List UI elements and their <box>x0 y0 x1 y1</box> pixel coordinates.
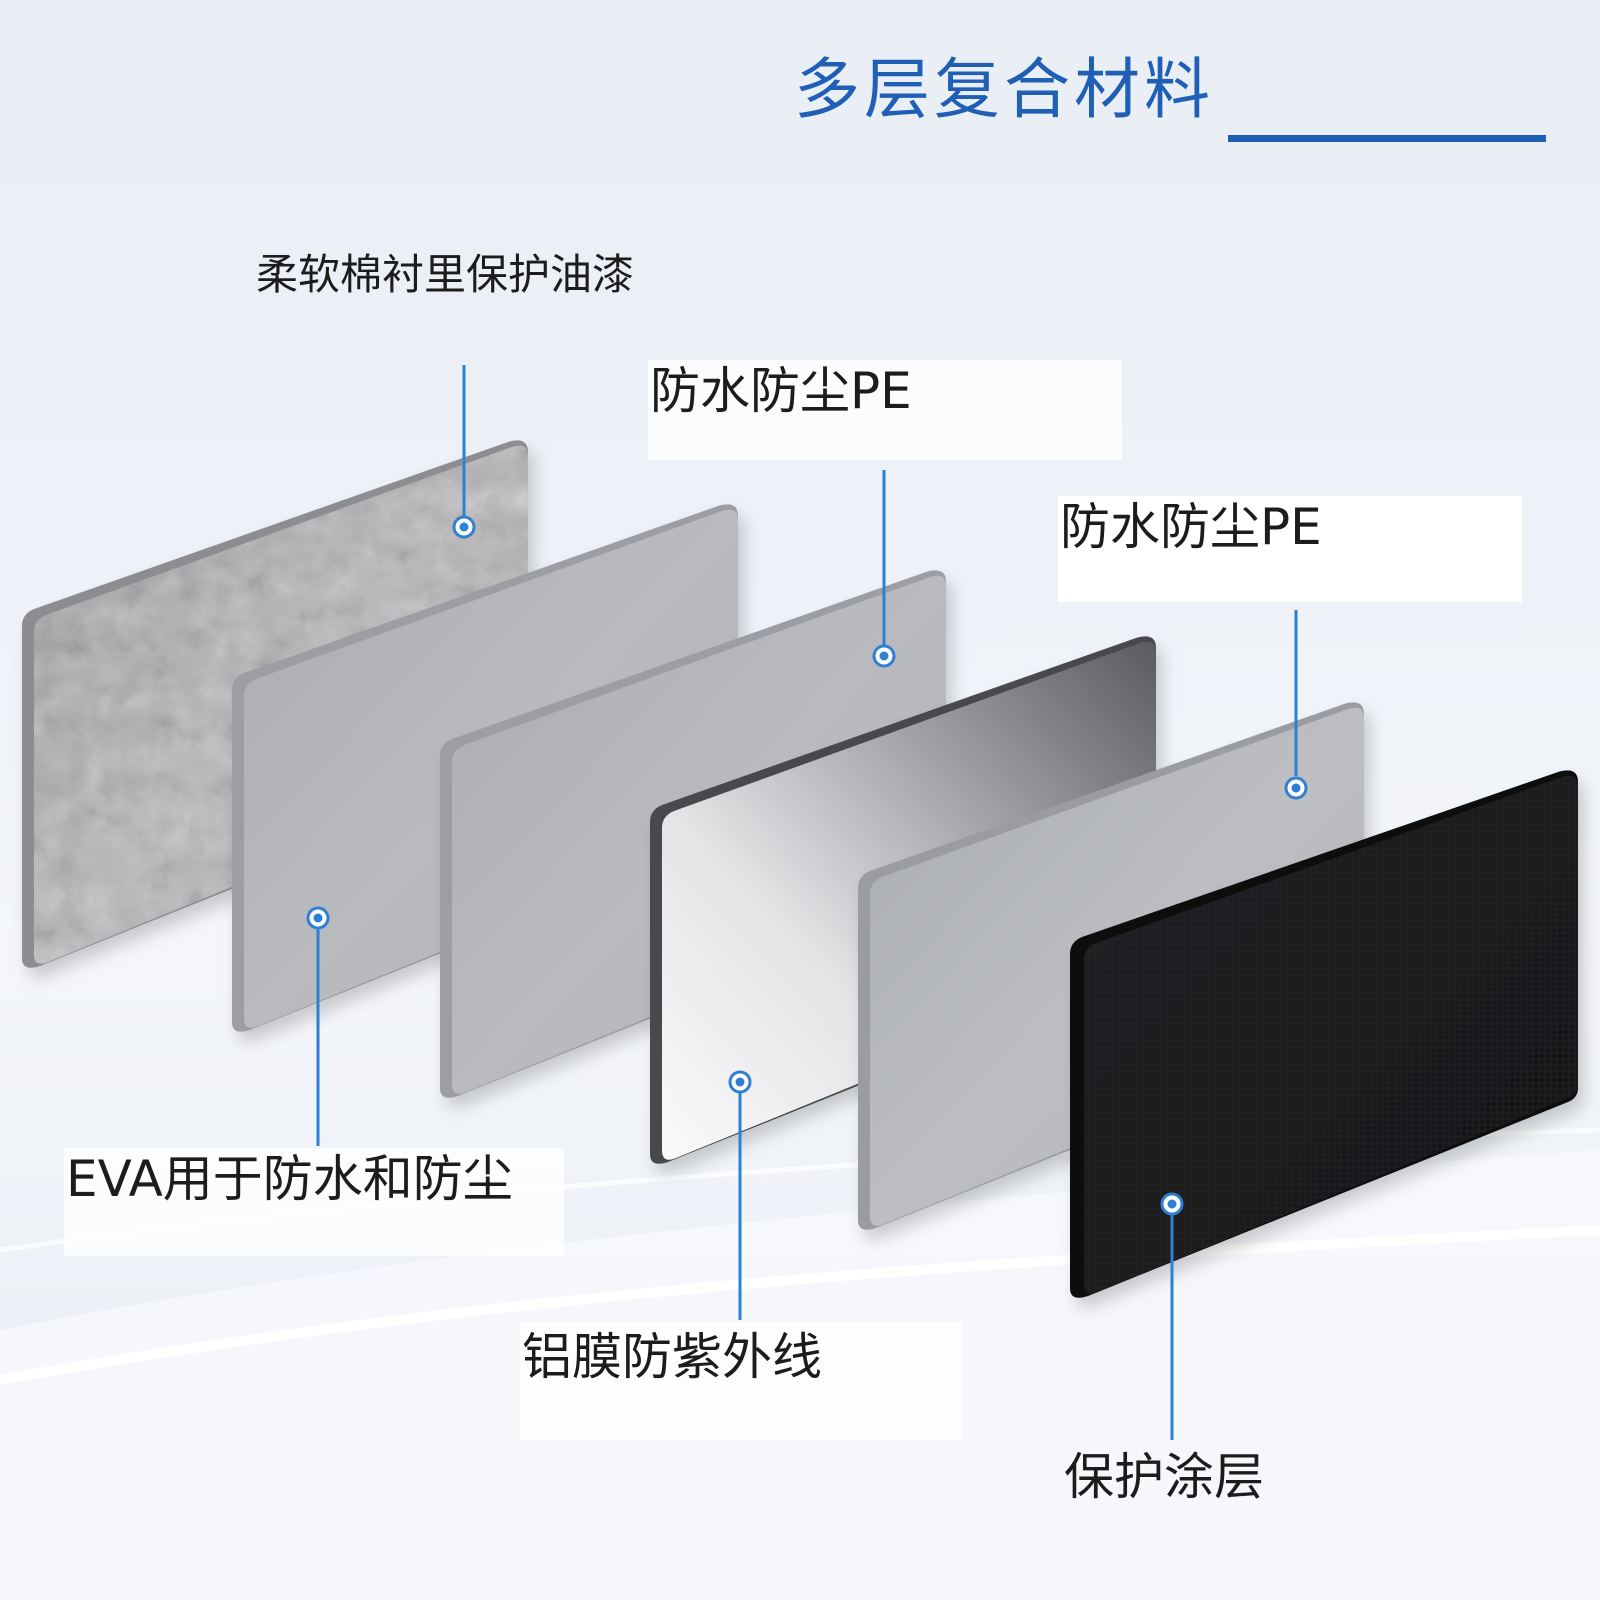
page-title: 多层复合材料 <box>794 51 1214 128</box>
marker-eva-icon <box>306 906 330 930</box>
marker-aluminum-icon <box>728 1070 752 1094</box>
label-eva: EVA用于防水和防尘 <box>64 1148 564 1256</box>
label-aluminum: 铝膜防紫外线 <box>520 1322 962 1440</box>
callout-markers <box>306 515 1308 1216</box>
panel-coating <box>1070 770 1578 1298</box>
label-pe-2: 防水防尘PE <box>1058 496 1522 602</box>
label-pe-1: 防水防尘PE <box>648 360 1122 460</box>
title-underline <box>1228 135 1546 142</box>
marker-coating-icon <box>1160 1192 1184 1216</box>
marker-cotton-icon <box>452 515 476 539</box>
label-cotton: 柔软棉衬里保护油漆 <box>256 250 635 299</box>
callout-lines <box>316 365 1298 1440</box>
label-coating: 保护涂层 <box>1064 1448 1264 1506</box>
marker-pe-2-icon <box>1284 776 1308 800</box>
marker-pe-1-icon <box>872 644 896 668</box>
